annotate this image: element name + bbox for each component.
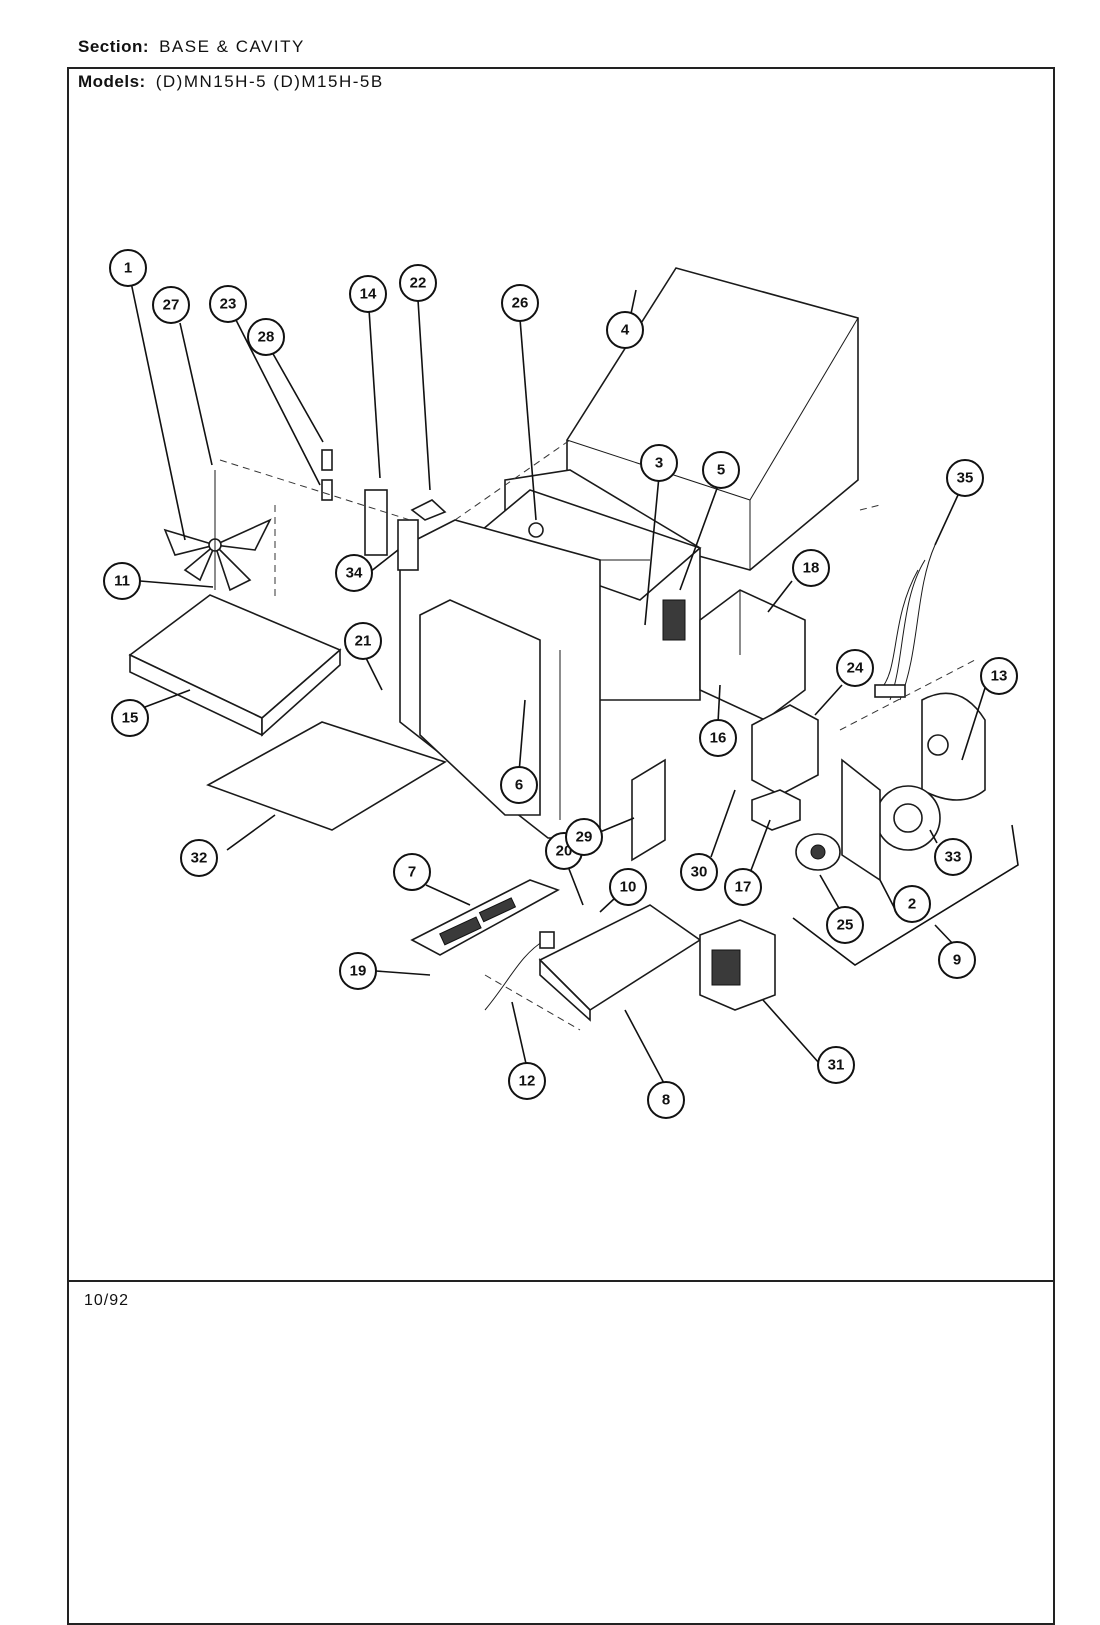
svg-text:7: 7 (408, 864, 416, 881)
svg-text:12: 12 (519, 1073, 536, 1090)
svg-text:6: 6 (515, 777, 523, 794)
callout-26: 26 (501, 284, 539, 322)
callout-27: 27 (152, 286, 190, 324)
models-heading: Models: (D)MN15H-5 (D)M15H-5B (78, 72, 384, 92)
svg-text:13: 13 (991, 668, 1008, 685)
callout-10: 10 (609, 868, 647, 906)
callout-29: 29 (565, 818, 603, 856)
svg-text:21: 21 (355, 633, 372, 650)
callout-4: 4 (606, 311, 644, 349)
svg-text:5: 5 (717, 462, 725, 479)
base-plate-right (538, 904, 702, 1022)
svg-text:22: 22 (410, 275, 427, 292)
callout-24: 24 (836, 649, 874, 687)
leader-lines (127, 267, 986, 1088)
svg-text:16: 16 (710, 730, 727, 747)
svg-text:2: 2 (908, 896, 916, 913)
glass-tray-plate (206, 721, 447, 831)
svg-text:15: 15 (122, 710, 139, 727)
svg-text:30: 30 (691, 864, 708, 881)
svg-text:29: 29 (576, 829, 593, 846)
callout-25: 25 (826, 906, 864, 944)
control-panel-bracket (631, 758, 666, 862)
callout-12: 12 (508, 1062, 546, 1100)
power-cord (484, 931, 555, 1011)
callout-34: 34 (335, 554, 373, 592)
callout-16: 16 (699, 719, 737, 757)
callout-33: 33 (934, 838, 972, 876)
callout-8: 8 (647, 1081, 685, 1119)
svg-text:4: 4 (621, 322, 630, 339)
svg-text:9: 9 (953, 952, 961, 969)
svg-text:1: 1 (124, 260, 132, 277)
svg-text:17: 17 (735, 879, 752, 896)
svg-text:33: 33 (945, 849, 962, 866)
callout-1: 1 (109, 249, 147, 287)
callout-15: 15 (111, 699, 149, 737)
cavity-front-frame (399, 519, 601, 839)
section-label: Section: (78, 37, 150, 56)
callout-17: 17 (724, 868, 762, 906)
callout-11: 11 (103, 562, 141, 600)
callout-30: 30 (680, 853, 718, 891)
svg-text:28: 28 (258, 329, 275, 346)
callout-21: 21 (344, 622, 382, 660)
callout-3: 3 (640, 444, 678, 482)
svg-text:26: 26 (512, 295, 529, 312)
callout-13: 13 (980, 657, 1018, 695)
svg-text:23: 23 (220, 296, 237, 313)
section-value: BASE & CAVITY (159, 37, 305, 56)
fan-blade (163, 470, 272, 592)
callout-23: 23 (209, 285, 247, 323)
svg-text:27: 27 (163, 297, 180, 314)
callout-22: 22 (399, 264, 437, 302)
callout-32: 32 (180, 839, 218, 877)
blower-wheel (841, 758, 941, 882)
svg-text:3: 3 (655, 455, 663, 472)
callout-5: 5 (702, 451, 740, 489)
date-code: 10/92 (84, 1292, 130, 1309)
svg-text:8: 8 (662, 1092, 670, 1109)
svg-text:10: 10 (620, 879, 637, 896)
section-heading: Section: BASE & CAVITY (78, 37, 305, 57)
svg-text:18: 18 (803, 560, 820, 577)
magnetron-housing (699, 589, 806, 721)
callout-31: 31 (817, 1046, 855, 1084)
interlock-bracket (364, 489, 419, 571)
callout-28: 28 (247, 318, 285, 356)
callout-9: 9 (938, 941, 976, 979)
svg-text:25: 25 (837, 917, 854, 934)
svg-text:11: 11 (114, 573, 130, 590)
wire-harness (874, 544, 936, 701)
models-value: (D)MN15H-5 (D)M15H-5B (155, 72, 384, 91)
callout-14: 14 (349, 275, 387, 313)
svg-text:19: 19 (350, 963, 367, 980)
svg-text:34: 34 (346, 565, 363, 582)
callout-18: 18 (792, 549, 830, 587)
callout-6: 6 (500, 766, 538, 804)
transformer (699, 919, 776, 1011)
footer-divider (67, 1280, 1055, 1282)
callout-35: 35 (946, 459, 984, 497)
svg-text:24: 24 (847, 660, 864, 677)
motor (795, 833, 841, 871)
base-plate-left (410, 879, 560, 956)
callout-2: 2 (893, 885, 931, 923)
svg-text:35: 35 (957, 470, 974, 487)
air-duct-tray (128, 594, 342, 737)
fan-motor-housing (921, 692, 986, 801)
exploded-parts-diagram: 1 2 3 4 5 6 7 8 9 10 11 12 13 14 15 16 1… (103, 249, 1019, 1119)
door-switches (321, 449, 447, 521)
svg-text:14: 14 (360, 286, 377, 303)
callout-19: 19 (339, 952, 377, 990)
capacitor-assembly (751, 704, 819, 831)
svg-text:32: 32 (191, 850, 208, 867)
svg-text:31: 31 (828, 1057, 845, 1074)
models-label: Models: (78, 72, 146, 91)
callout-7: 7 (393, 853, 431, 891)
